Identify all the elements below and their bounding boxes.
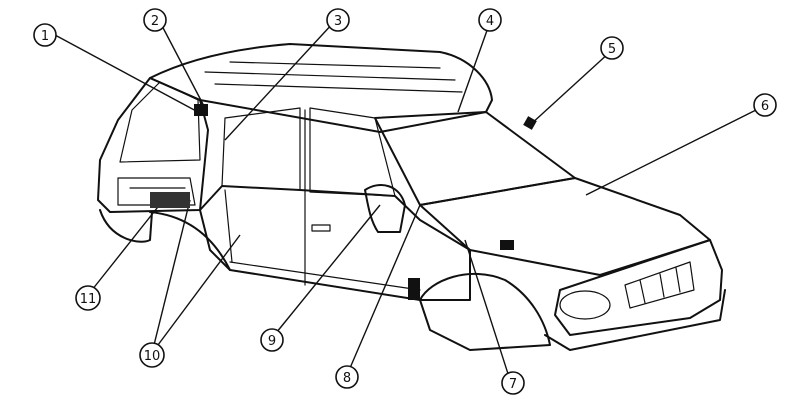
svg-text:5: 5 bbox=[608, 42, 616, 57]
callout-2: 2 bbox=[143, 8, 167, 32]
roof-outline bbox=[149, 43, 493, 133]
leader-11 bbox=[87, 197, 166, 296]
svg-text:6: 6 bbox=[761, 99, 769, 114]
callout-6: 6 bbox=[753, 93, 777, 117]
svg-text:11: 11 bbox=[80, 292, 97, 307]
svg-text:4: 4 bbox=[486, 14, 494, 29]
component-marker-1 bbox=[194, 104, 208, 116]
door-seams bbox=[224, 109, 421, 291]
component-marker-5 bbox=[523, 116, 537, 130]
leader-lines bbox=[54, 21, 761, 381]
leader-6 bbox=[585, 107, 761, 196]
svg-text:9: 9 bbox=[268, 334, 276, 349]
suv-body bbox=[97, 43, 726, 351]
svg-text:8: 8 bbox=[343, 371, 351, 386]
hood bbox=[419, 177, 711, 276]
leader-10a bbox=[151, 234, 241, 354]
door-handle bbox=[311, 224, 331, 232]
leader-9 bbox=[271, 204, 381, 339]
leader-7 bbox=[464, 239, 511, 381]
component-marker-11 bbox=[150, 192, 190, 208]
front-bumper bbox=[544, 289, 726, 351]
component-marker-8 bbox=[408, 278, 420, 300]
callout-11: 11 bbox=[75, 285, 101, 311]
component-markers bbox=[150, 104, 537, 300]
callout-4: 4 bbox=[478, 8, 502, 32]
component-marker-7 bbox=[500, 240, 514, 250]
callout-9: 9 bbox=[260, 328, 284, 352]
rear-body bbox=[97, 77, 209, 213]
callouts: 1 2 3 4 5 6 7 8 bbox=[33, 8, 777, 395]
leader-8 bbox=[346, 204, 421, 376]
leader-1 bbox=[54, 34, 199, 113]
side-mirror bbox=[364, 184, 406, 233]
svg-text:1: 1 bbox=[41, 29, 49, 44]
svg-text:2: 2 bbox=[151, 14, 159, 29]
leader-3 bbox=[224, 21, 335, 141]
svg-text:3: 3 bbox=[334, 14, 342, 29]
front-fascia bbox=[554, 239, 723, 336]
callout-5: 5 bbox=[600, 36, 624, 60]
grille bbox=[624, 261, 695, 309]
svg-text:10: 10 bbox=[144, 349, 161, 364]
roof-rack bbox=[204, 61, 463, 93]
callout-8: 8 bbox=[335, 365, 359, 389]
side-windows bbox=[221, 107, 396, 197]
svg-text:7: 7 bbox=[509, 377, 517, 392]
callout-1: 1 bbox=[33, 23, 57, 47]
rear-wheel-arch bbox=[99, 209, 231, 271]
callout-7: 7 bbox=[501, 371, 525, 395]
headlamp bbox=[559, 290, 611, 320]
rear-window bbox=[119, 81, 201, 163]
cargo-detail bbox=[117, 177, 196, 206]
callout-3: 3 bbox=[326, 8, 350, 32]
callout-10: 10 bbox=[139, 342, 165, 368]
leader-5 bbox=[529, 51, 611, 126]
leader-4 bbox=[457, 21, 491, 113]
leader-10b bbox=[151, 199, 191, 354]
front-wheel-arch bbox=[419, 272, 551, 351]
windshield bbox=[374, 111, 576, 206]
leader-2 bbox=[159, 21, 206, 109]
